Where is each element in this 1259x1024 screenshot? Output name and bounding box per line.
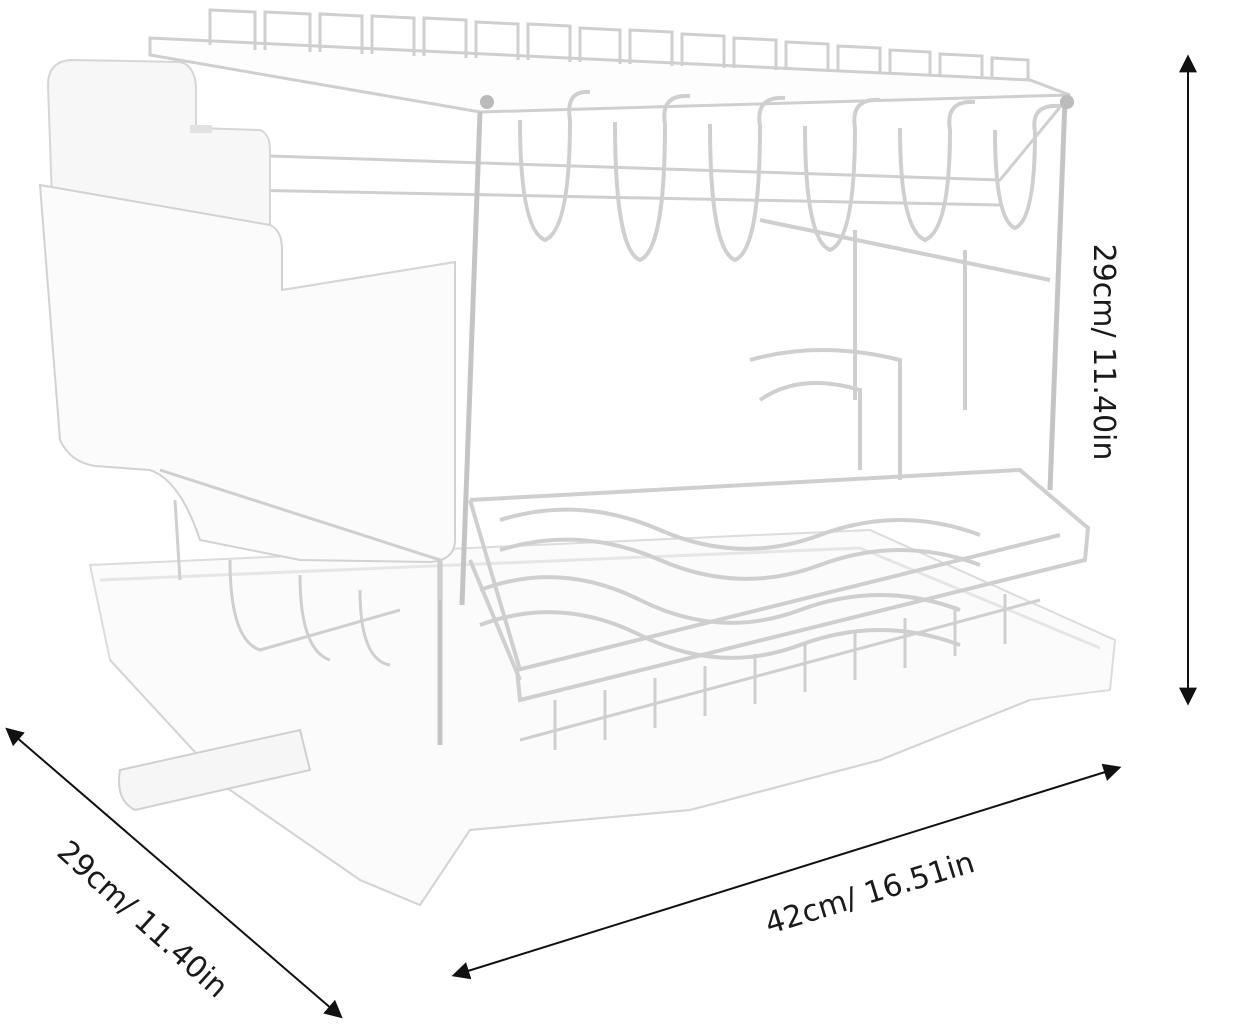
top-tier-rack [148, 36, 1072, 207]
dimension-arrows [5, 54, 1197, 1019]
width-arrow [451, 763, 1122, 980]
bolt-left [480, 95, 494, 109]
side-wires [159, 468, 442, 667]
cutting-board-holder [749, 218, 1051, 480]
utensil-holder [38, 58, 456, 564]
bottom-tier-front-wires [519, 594, 1041, 750]
cup-hooks [518, 89, 1061, 263]
holder-slot [190, 125, 212, 133]
depth-arrow [5, 727, 343, 1019]
height-label: 29cm/ 11.40in [1086, 243, 1121, 461]
top-tier-wires [208, 8, 1030, 80]
bolt-right [1060, 95, 1074, 109]
bottom-tier-basket [468, 467, 1091, 703]
